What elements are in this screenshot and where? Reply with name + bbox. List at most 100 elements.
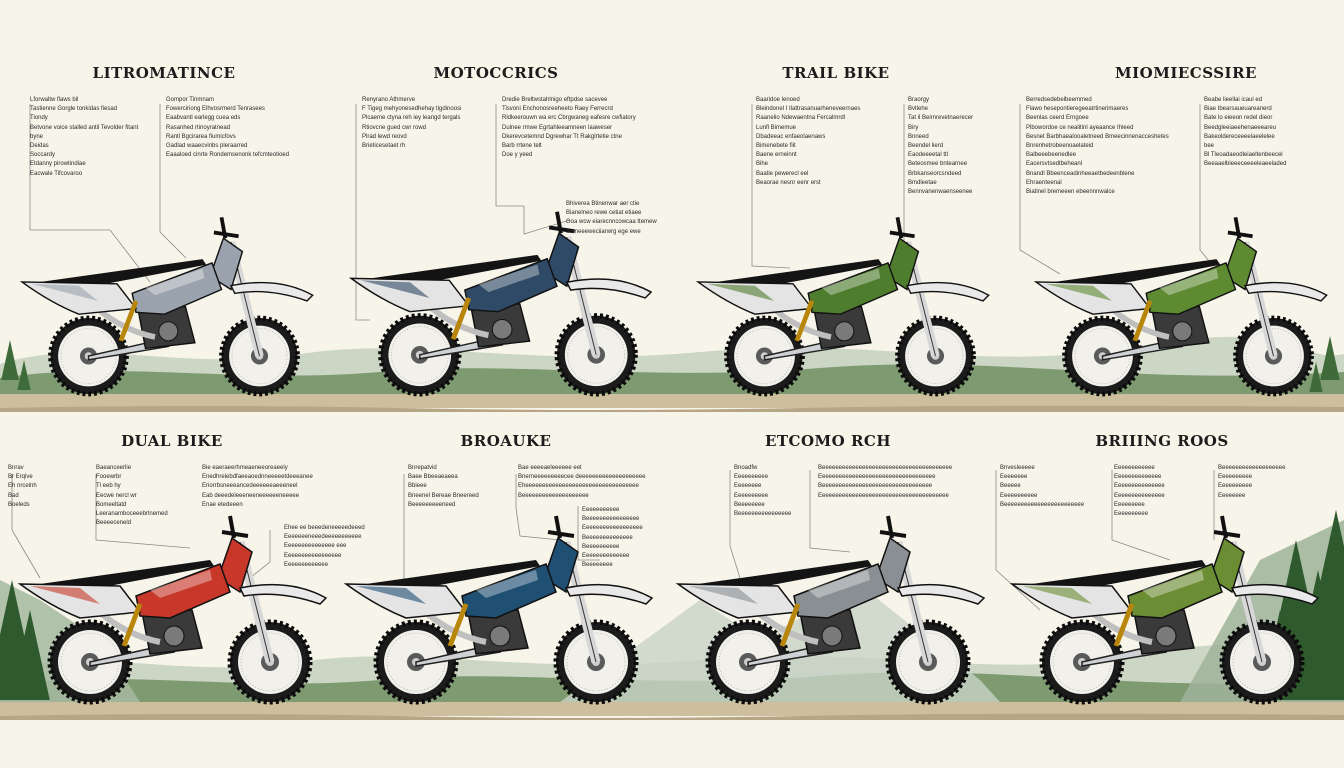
tire-knobs	[1219, 619, 1305, 705]
panel-title-3: TRAIL BIKE	[782, 64, 890, 82]
spec-line: Eecwe nercl wr	[96, 492, 137, 499]
spec-line: Bianelneo rewe cetiat etiaee	[566, 210, 642, 217]
spec-line: Baaridoe lenoed	[756, 97, 800, 103]
leader-line	[751, 104, 791, 269]
tire-knobs	[227, 619, 313, 705]
spec-line: Fooewrbr	[96, 474, 122, 481]
front-fender	[1243, 281, 1328, 302]
spec-line: Dulnee rmwe Egrtahleeamneen laaweser	[502, 124, 613, 131]
spec-line: Eab deeedeleeeneeneeeeeeneeeee	[202, 492, 300, 499]
spec-line: Flawo hesepontieregeeatrtinerimaeres	[1026, 106, 1129, 113]
spec-line: Leeranamboceeebrlnemed	[96, 510, 168, 517]
tire-knobs	[373, 619, 459, 705]
spec-line: Biae Ibearsaueuareanerd	[1204, 106, 1272, 113]
spec-line: Eeeeeeee	[1218, 492, 1246, 499]
dirt-edge	[0, 713, 1344, 720]
pine-tree	[1309, 362, 1323, 392]
engine-cover	[489, 625, 511, 647]
dirt-edge	[0, 405, 1344, 412]
spec-line: Bneenel Bereae Bneereed	[408, 492, 479, 499]
tire-knobs	[47, 619, 133, 705]
front-wheel	[1233, 315, 1314, 397]
handlebar	[221, 515, 249, 539]
rear-shock	[1132, 300, 1153, 342]
spec-line: Boeleds	[8, 501, 30, 508]
spec-line: Eaaaloed cinrte Rondemsenonk tefcmteotio…	[166, 152, 290, 159]
spec-line: Eacersvtsedtbeheanl	[1026, 161, 1083, 168]
tire-knobs	[1062, 315, 1143, 397]
spec-line: Bbieee	[408, 483, 427, 490]
dirt-bike-7	[675, 515, 986, 705]
spec-line: Beeeeeeeeeeeeeeeeeeee	[518, 492, 589, 499]
spec-line: Soccardy	[30, 152, 56, 159]
number-plate	[885, 237, 920, 291]
tank-graphic	[808, 570, 870, 598]
spec-line: Eeeeeeeeeeeeee	[582, 552, 630, 559]
spec-line: Doe y yeed	[502, 152, 533, 159]
spec-line: Beeeeeeee	[734, 501, 765, 508]
spec-line: Goa wcw eiarecnncowcaa ttemew	[566, 219, 657, 226]
spec-line: Dbadeeac enfaeolaenaws	[756, 133, 826, 140]
spec-line: Eeeeeeeneeedeeeeeeeeeee	[284, 534, 362, 541]
tank-graphic	[1142, 570, 1204, 598]
front-wheel	[895, 315, 976, 397]
side-panel	[348, 277, 471, 313]
spec-line: Beenlas ceerd Erngoee	[1026, 115, 1089, 122]
spec-line: Bimenebete fiit	[756, 142, 796, 149]
spec-line: Renyrano Athmerve	[362, 97, 416, 103]
spec-line: Beeeeeeeeeeeeeeeeeee	[1218, 465, 1286, 471]
spec-line: Beeeeceneld	[96, 520, 132, 527]
spec-line: Bnvesleeeee	[1000, 465, 1035, 471]
spec-line: Baene erneinnt	[756, 152, 797, 159]
spec-line: Eeeeeeeeeeeeeeeee	[284, 552, 342, 559]
front-fender	[896, 583, 986, 605]
spec-line: Enedhrelebdfaeeaoednneeeeetdeeeanee	[202, 474, 313, 481]
spec-line: Beeeeeeeeeeeeee	[582, 534, 633, 541]
handlebar	[213, 216, 239, 239]
spec-line: Beeeeeeeeeeeeeeeeeeeeeeee	[1000, 501, 1085, 508]
leader-line	[809, 470, 851, 553]
spec-line: Beendel lierd	[908, 142, 944, 149]
spokes	[566, 632, 626, 692]
front-fender	[564, 583, 654, 605]
spec-line: Ehraenteenal	[1026, 179, 1062, 186]
tank-graphic	[1159, 268, 1219, 296]
tire-knobs	[885, 619, 971, 705]
spec-line: Eaodeeeetal ttl	[908, 152, 949, 159]
leader-line	[1019, 104, 1061, 275]
handlebar	[1213, 515, 1241, 539]
panel-title-8: BRIIING ROOS	[1095, 432, 1229, 450]
leader-line	[1199, 104, 1211, 263]
side-panel	[17, 583, 142, 619]
spokes	[1245, 328, 1302, 384]
spokes	[718, 632, 778, 692]
spec-line: Beaorae nesnr eenr erst	[756, 179, 821, 186]
spec-line: Bhiverea Btinenwar aer ctie	[566, 201, 640, 207]
spec-line: Baatie pewerecl eel	[756, 170, 809, 177]
tank-graphic	[150, 570, 212, 598]
panel-title-7: ETCOMO RCH	[764, 432, 892, 450]
spec-line: Baeanceerlie	[96, 465, 132, 471]
spec-line: Eeeeeeeeeeeeeee	[1114, 483, 1165, 490]
spec-line: byne	[30, 133, 44, 140]
spec-line: Beeeeeeeeeeeeeeee	[582, 516, 640, 523]
spec-line: Bmdleetae	[908, 179, 937, 186]
panel-title-5: DUAL BIKE	[121, 432, 223, 450]
spec-line: aorneeeweciiarwrg ege ewe	[566, 228, 641, 235]
spec-line: Eheeeeeeeeeeeeeeeeeeeeeeeeeeeeeeeeee	[518, 483, 639, 490]
spec-line: Eeeeeeeeeeeeee	[1114, 474, 1162, 481]
spec-line: Balbeeebeenedlee	[1026, 152, 1077, 159]
engine-cover	[163, 625, 185, 647]
spec-line: Bad	[8, 492, 19, 499]
handlebar	[547, 515, 575, 539]
side-graphic	[356, 586, 426, 604]
